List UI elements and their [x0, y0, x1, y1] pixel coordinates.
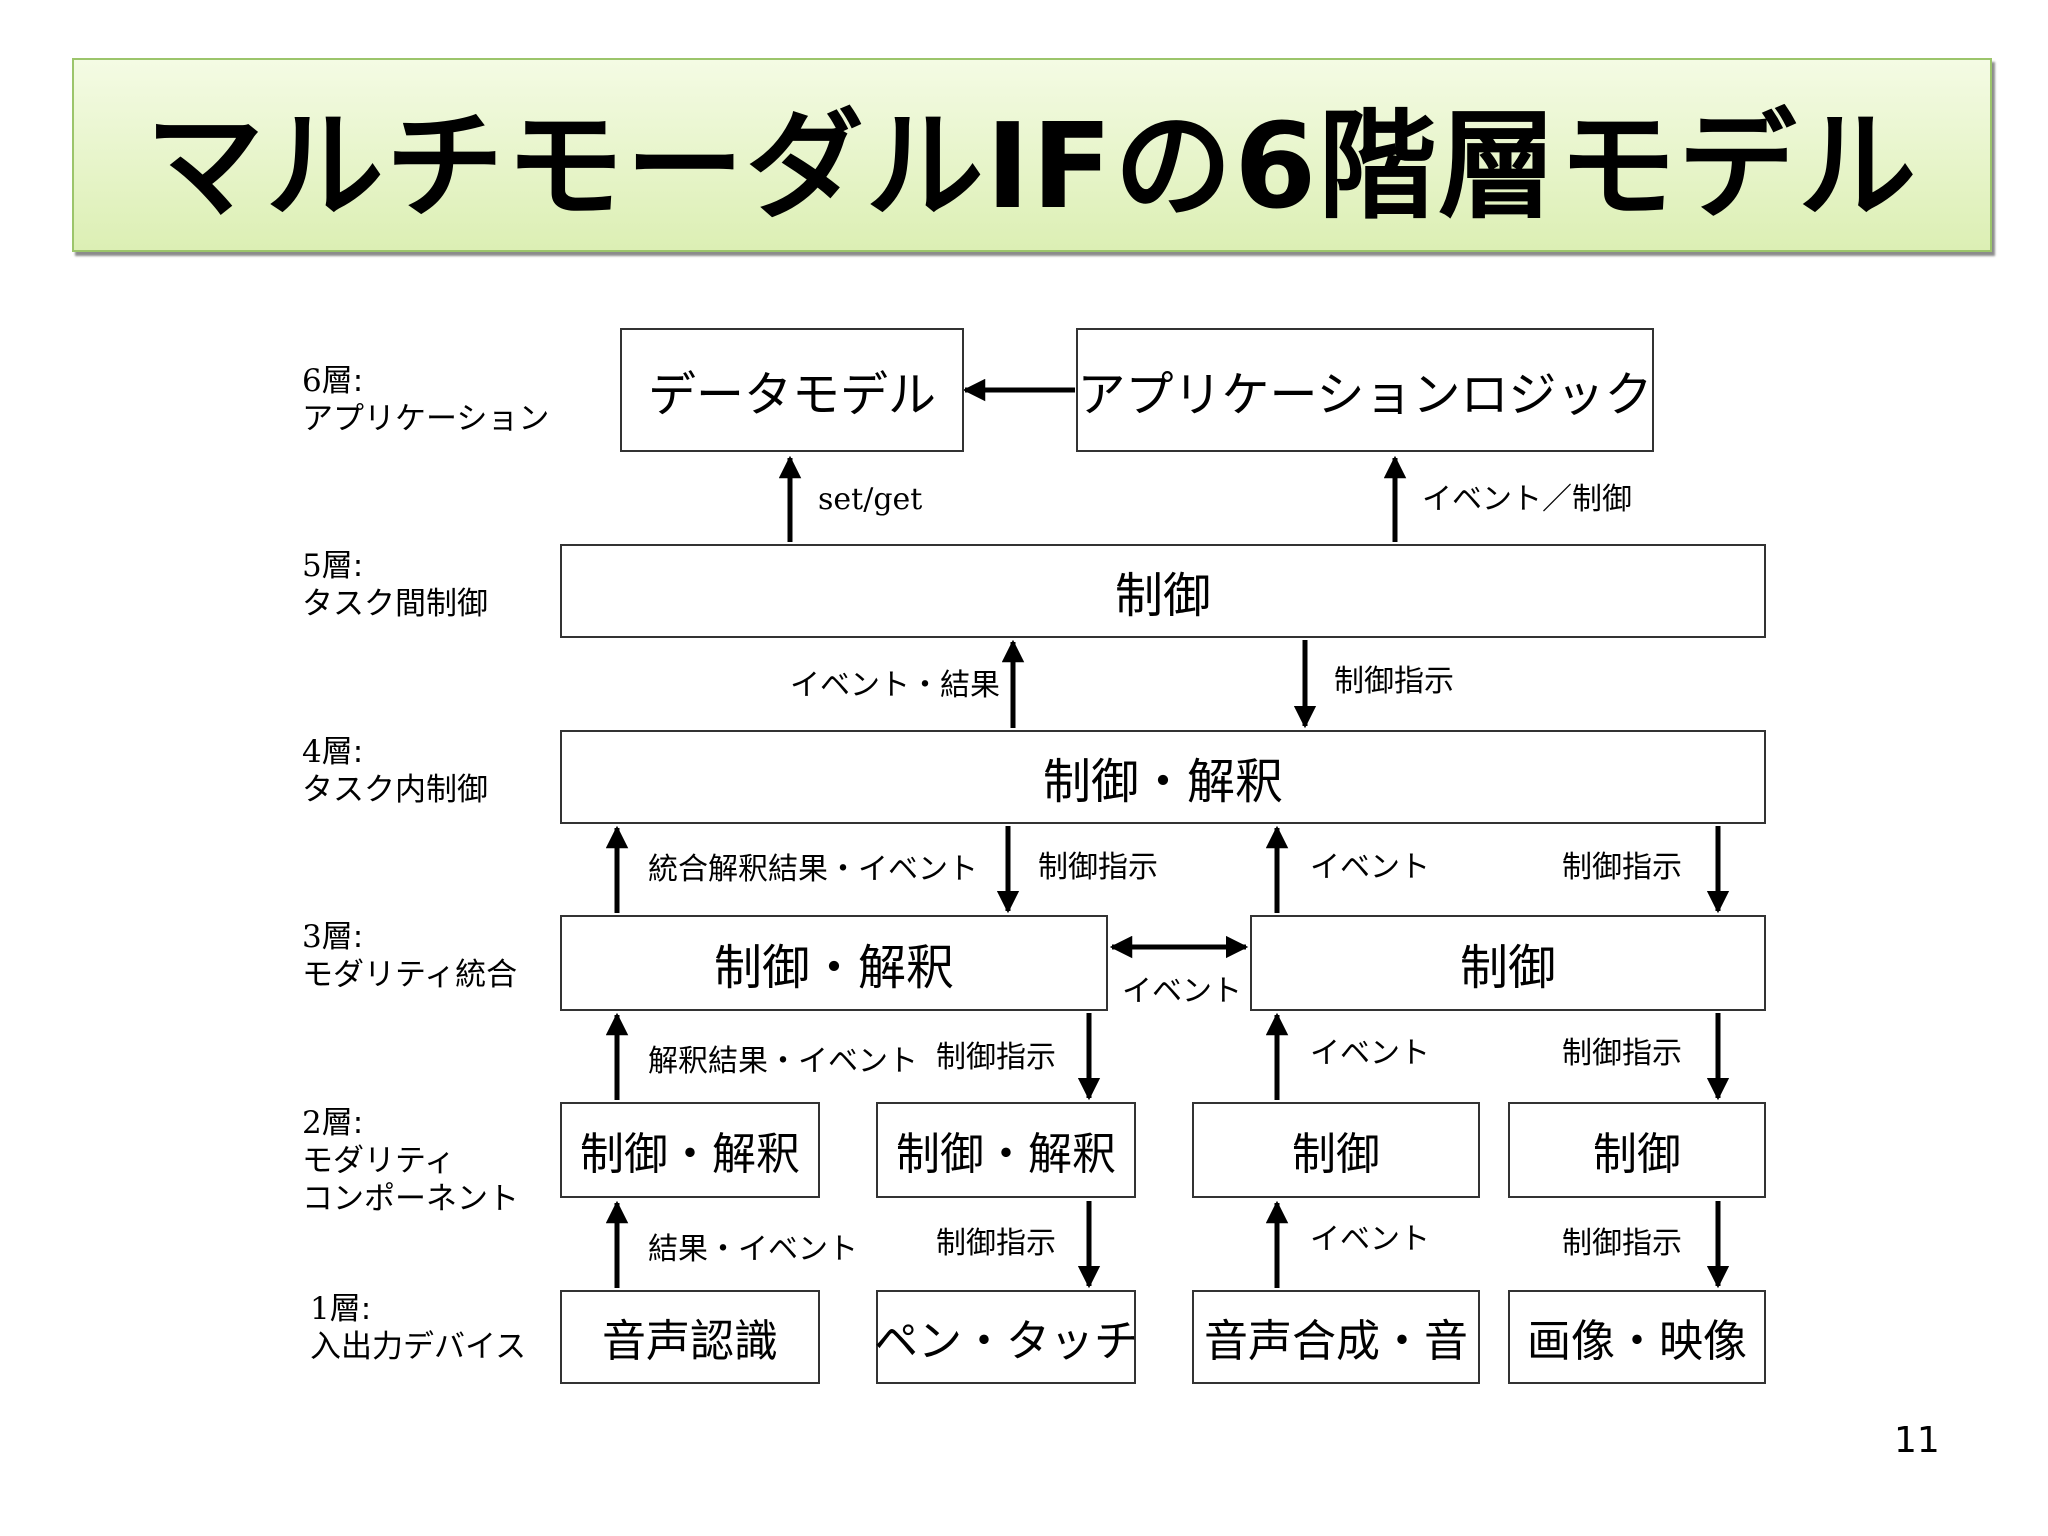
layer-name-4: タスク内制御	[302, 772, 488, 808]
box-data-model: データモデル	[620, 328, 964, 452]
title-banner: マルチモーダルIFの6階層モデル	[72, 58, 1992, 252]
box-layer2-control-c: 制御	[1192, 1102, 1480, 1198]
layer-name-6: アプリケーション	[302, 401, 550, 437]
label-control-instruction-3l-2b: 制御指示	[936, 1040, 1056, 1075]
box-layer2-control-interpretation-a: 制御・解釈	[560, 1102, 820, 1198]
layer-sep-5: :	[352, 548, 364, 584]
label-result-event: 結果・イベント	[648, 1232, 858, 1267]
box-layer3-control: 制御	[1250, 915, 1766, 1011]
label-event-result: イベント・結果	[790, 668, 1000, 703]
layer-name-2b: コンポーネント	[302, 1181, 519, 1217]
label-control-instruction-3r-2d: 制御指示	[1562, 1036, 1682, 1071]
label-control-instruction-5-4: 制御指示	[1334, 664, 1454, 699]
box-application-logic: アプリケーションロジック	[1076, 328, 1654, 452]
layer-name-1: 入出力デバイス	[310, 1329, 527, 1365]
label-control-instruction-2b-1b: 制御指示	[936, 1226, 1056, 1261]
layer-label-3: 3層: モダリティ統合	[302, 918, 517, 994]
label-event-control: イベント／制御	[1422, 482, 1632, 517]
box-speech-recognition: 音声認識	[560, 1290, 820, 1384]
box-layer2-control-d: 制御	[1508, 1102, 1766, 1198]
layer-num-4: 4層	[302, 734, 353, 770]
layer-sep-1: :	[360, 1291, 372, 1327]
label-event-3-3: イベント	[1122, 974, 1242, 1009]
layer-num-6: 6層	[302, 363, 353, 399]
label-set-get: set/get	[818, 482, 923, 517]
label-integrated-interpretation-result-event: 統合解釈結果・イベント	[648, 852, 978, 887]
layer-num-2: 2層	[302, 1105, 353, 1141]
layer-sep-2: :	[352, 1105, 364, 1141]
layer-label-2: 2層: モダリティ コンポーネント	[302, 1104, 519, 1218]
layer-label-4: 4層: タスク内制御	[302, 733, 488, 809]
layer-num-5: 5層	[302, 548, 353, 584]
layer-name-5: タスク間制御	[302, 586, 488, 622]
layer-sep-6: :	[352, 363, 364, 399]
layer-sep-3: :	[352, 919, 364, 955]
layer-num-3: 3層	[302, 919, 353, 955]
layer-label-5: 5層: タスク間制御	[302, 547, 488, 623]
label-event-1c-2c: イベント	[1310, 1222, 1430, 1257]
page-number: 11	[1894, 1420, 1940, 1461]
box-speech-synthesis-sound: 音声合成・音	[1192, 1290, 1480, 1384]
label-control-instruction-4-3r: 制御指示	[1562, 850, 1682, 885]
layer-label-1: 1層: 入出力デバイス	[310, 1290, 526, 1366]
layer-sep-4: :	[352, 734, 364, 770]
slide-title: マルチモーダルIFの6階層モデル	[145, 96, 1919, 235]
box-layer4-control-interpretation: 制御・解釈	[560, 730, 1766, 824]
box-pen-touch: ペン・タッチ	[874, 1290, 1138, 1384]
label-interpretation-result-event: 解釈結果・イベント	[648, 1044, 918, 1079]
label-control-instruction-4-3l: 制御指示	[1038, 850, 1158, 885]
layer-label-6: 6層: アプリケーション	[302, 362, 549, 438]
box-layer3-control-interpretation: 制御・解釈	[560, 915, 1108, 1011]
box-layer5-control: 制御	[560, 544, 1766, 638]
box-image-video: 画像・映像	[1508, 1290, 1766, 1384]
layer-num-1: 1層	[310, 1291, 361, 1327]
label-event-2c-3r: イベント	[1310, 1036, 1430, 1071]
layer-name-3: モダリティ統合	[302, 957, 518, 993]
box-layer2-control-interpretation-b: 制御・解釈	[876, 1102, 1136, 1198]
label-control-instruction-2d-1d: 制御指示	[1562, 1226, 1682, 1261]
layer-name-2a: モダリティ	[302, 1143, 456, 1179]
label-event-3r-4: イベント	[1310, 850, 1430, 885]
